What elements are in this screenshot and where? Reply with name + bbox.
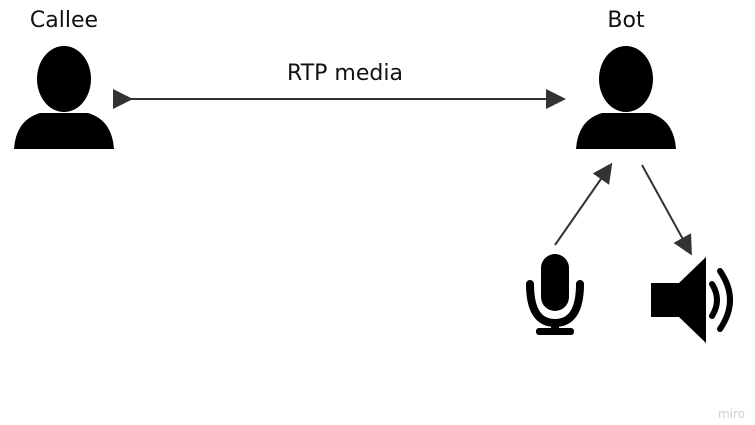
bot-to-speaker-arrow <box>641 164 692 256</box>
miro-watermark: miro <box>718 407 745 421</box>
microphone-icon <box>526 254 584 335</box>
bot-person-icon <box>576 46 676 149</box>
microphone-to-bot-arrow <box>554 162 613 246</box>
callee-person-icon <box>14 46 114 149</box>
rtp-media-label: RTP media <box>287 61 403 86</box>
bot-label: Bot <box>607 8 645 33</box>
callee-label: Callee <box>30 8 98 33</box>
speaker-icon <box>651 257 733 343</box>
